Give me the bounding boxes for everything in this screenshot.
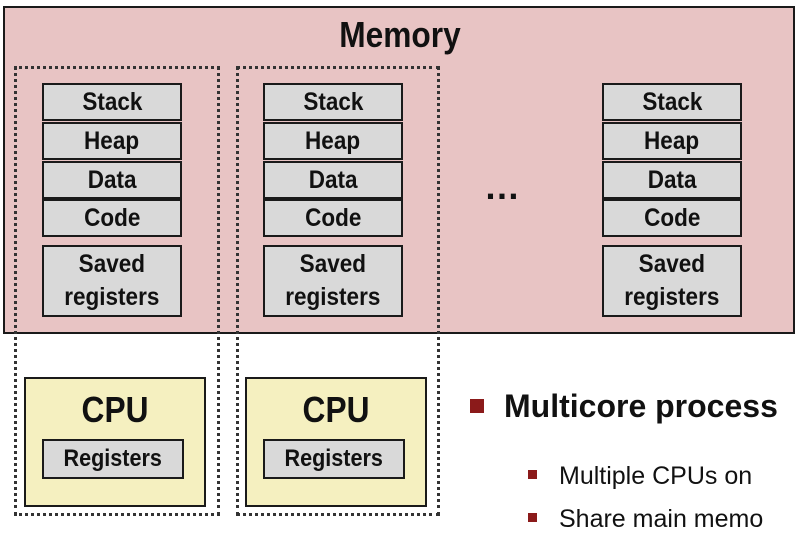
ellipsis: … (484, 166, 520, 207)
stack-segment: Stack (602, 83, 742, 121)
heap-segment: Heap (263, 122, 403, 160)
sub-bullet-2: Share main memo (528, 505, 763, 534)
memory-title: Memory (339, 14, 461, 55)
cpu-registers: Registers (263, 439, 405, 479)
cpu-1: CPU Registers (24, 377, 206, 507)
bullet-text: Share main memo (559, 505, 764, 533)
cpu-title: CPU (302, 389, 370, 430)
bullet-text: Multicore process (504, 388, 778, 424)
bullet-square-icon (528, 469, 537, 479)
code-segment: Code (263, 199, 403, 237)
cpu-title: CPU (81, 389, 149, 430)
stack-segment: Stack (42, 83, 182, 121)
bullet-multicore: Multicore process (470, 388, 778, 425)
code-segment: Code (602, 199, 742, 237)
process-boundary-1 (14, 66, 220, 516)
bullet-square-icon (528, 512, 537, 522)
code-segment: Code (42, 199, 182, 237)
process-boundary-2 (236, 66, 440, 516)
bullet-square-icon (470, 398, 484, 413)
heap-segment: Heap (42, 122, 182, 160)
data-segment: Data (263, 161, 403, 199)
data-segment: Data (42, 161, 182, 199)
stack-segment: Stack (263, 83, 403, 121)
data-segment: Data (602, 161, 742, 199)
bullet-text: Multiple CPUs on (559, 462, 753, 490)
heap-segment: Heap (602, 122, 742, 160)
cpu-2: CPU Registers (245, 377, 427, 507)
sub-bullet-1: Multiple CPUs on (528, 462, 752, 491)
cpu-registers: Registers (42, 439, 184, 479)
